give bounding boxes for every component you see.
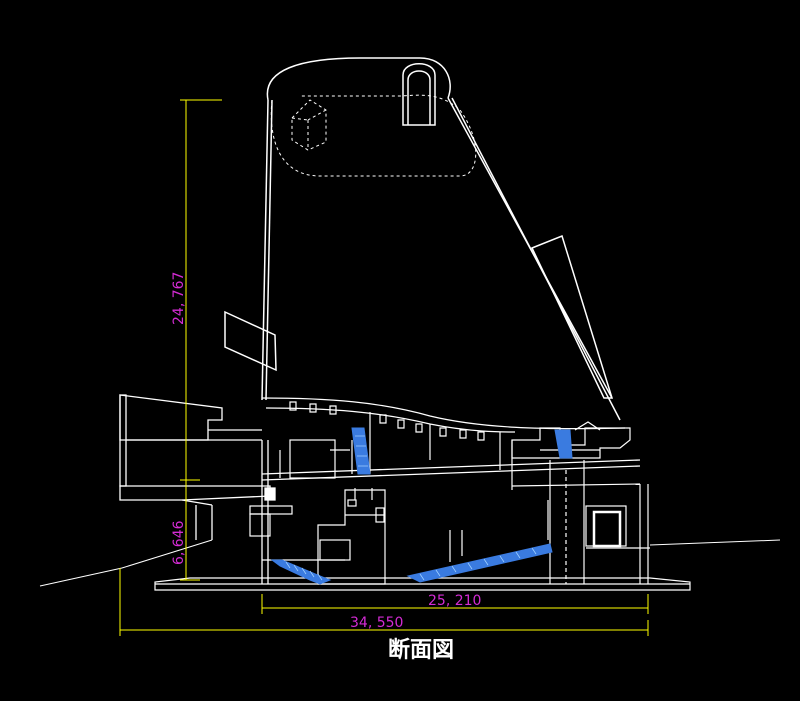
floor-slabs (261, 440, 641, 584)
dim-inner-width: 25, 210 (428, 593, 481, 609)
tower (224, 57, 621, 421)
foundation-slab (154, 577, 691, 591)
ground-lines (39, 539, 781, 587)
dashed-outline (270, 94, 477, 177)
lower-level-rooms (249, 421, 650, 585)
dimension-lines (119, 99, 649, 636)
dim-overall-width: 34, 550 (350, 615, 403, 631)
stairs (270, 427, 573, 585)
dim-upper-height: 24, 767 (171, 272, 187, 325)
stair-treads (285, 435, 537, 581)
left-cantilever (119, 394, 271, 540)
dim-lower-height: 6, 646 (171, 520, 187, 565)
drawing-caption: 断面図 (388, 637, 454, 663)
